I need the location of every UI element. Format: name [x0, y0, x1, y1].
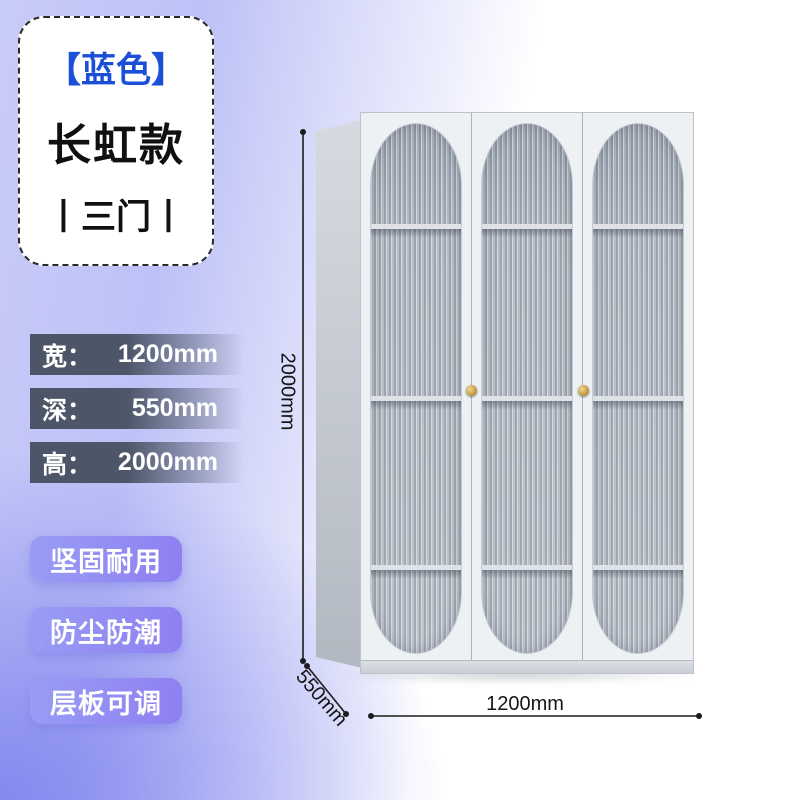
- door-count-label: 丨三门丨: [45, 198, 186, 237]
- cabinet-doors: [361, 113, 693, 660]
- shelf-line: [593, 224, 683, 238]
- feature-badges: 坚固耐用 防尘防潮 层板可调: [30, 536, 182, 724]
- shelf-line: [482, 224, 572, 238]
- shelf-line: [371, 565, 461, 579]
- product-title-card: 【蓝色】 长虹款 丨三门丨: [18, 16, 214, 266]
- feature-badge-durable: 坚固耐用: [30, 536, 182, 582]
- cabinet-door-right: [582, 113, 693, 660]
- shelf-line: [593, 565, 683, 579]
- cabinet-side-panel: [316, 120, 362, 668]
- spec-list: 宽： 1200mm 深： 550mm 高： 2000mm: [30, 334, 244, 483]
- shelf-line: [593, 396, 683, 410]
- glass-panel: [481, 123, 573, 654]
- height-dimension-label: 2000mm: [276, 352, 299, 431]
- spec-value-width: 1200mm: [117, 340, 218, 368]
- color-tag: 【蓝色】: [45, 51, 186, 90]
- cabinet-front: [360, 112, 694, 674]
- cabinet-door-left: [361, 113, 471, 660]
- shelf-line: [371, 396, 461, 410]
- spec-row-width: 宽： 1200mm: [30, 334, 244, 375]
- spec-row-depth: 深： 550mm: [30, 388, 244, 429]
- model-name: 长虹款: [47, 121, 185, 170]
- shelf-line: [371, 224, 461, 238]
- feature-badge-dustproof: 防尘防潮: [30, 607, 182, 653]
- spec-row-height: 高： 2000mm: [30, 442, 244, 483]
- spec-value-height: 2000mm: [117, 448, 218, 476]
- glass-panel: [592, 123, 684, 654]
- spec-value-depth: 550mm: [131, 394, 218, 422]
- door-knob: [578, 385, 589, 396]
- glass-panel: [370, 123, 462, 654]
- spec-label-width: 宽：: [42, 342, 93, 371]
- cabinet-door-middle: [471, 113, 582, 660]
- cabinet-base: [361, 660, 693, 673]
- door-knob: [466, 385, 477, 396]
- spec-label-height: 高：: [42, 450, 93, 479]
- cabinet-illustration: [316, 112, 694, 674]
- spec-label-depth: 深：: [42, 396, 93, 425]
- shelf-line: [482, 396, 572, 410]
- feature-badge-adjustable: 层板可调: [30, 678, 182, 724]
- shelf-line: [482, 565, 572, 579]
- width-dimension-label: 1200mm: [486, 693, 564, 715]
